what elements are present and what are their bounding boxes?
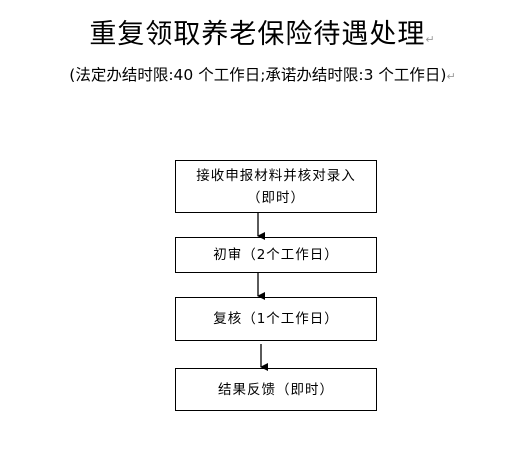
flow-step-recheck: 复核（1个工作日）: [175, 297, 377, 341]
flow-step-initial-review: 初审（2个工作日）: [175, 237, 377, 273]
flow-step-receive-line2: （即时）: [247, 189, 305, 206]
flow-step-initial-review-label: 初审（2个工作日）: [213, 247, 339, 263]
paragraph-mark-icon: ↵: [446, 70, 456, 83]
document-title-text: 重复领取养老保险待遇处理: [89, 19, 426, 50]
paragraph-mark-icon: ↵: [425, 33, 436, 46]
flow-step-receive: 接收申报材料并核对录入 （即时）: [175, 160, 377, 213]
document-subtitle-text: (法定办结时限:40 个工作日;承诺办结时限:3 个工作日): [69, 66, 447, 84]
flow-step-feedback: 结果反馈（即时）: [175, 368, 377, 411]
document-title: 重复领取养老保险待遇处理↵: [0, 12, 525, 51]
document-subtitle: (法定办结时限:40 个工作日;承诺办结时限:3 个工作日)↵: [0, 63, 525, 85]
flow-step-feedback-label: 结果反馈（即时）: [218, 381, 334, 398]
flow-step-receive-line1: 接收申报材料并核对录入: [196, 167, 356, 184]
flow-step-recheck-label: 复核（1个工作日）: [213, 311, 339, 327]
